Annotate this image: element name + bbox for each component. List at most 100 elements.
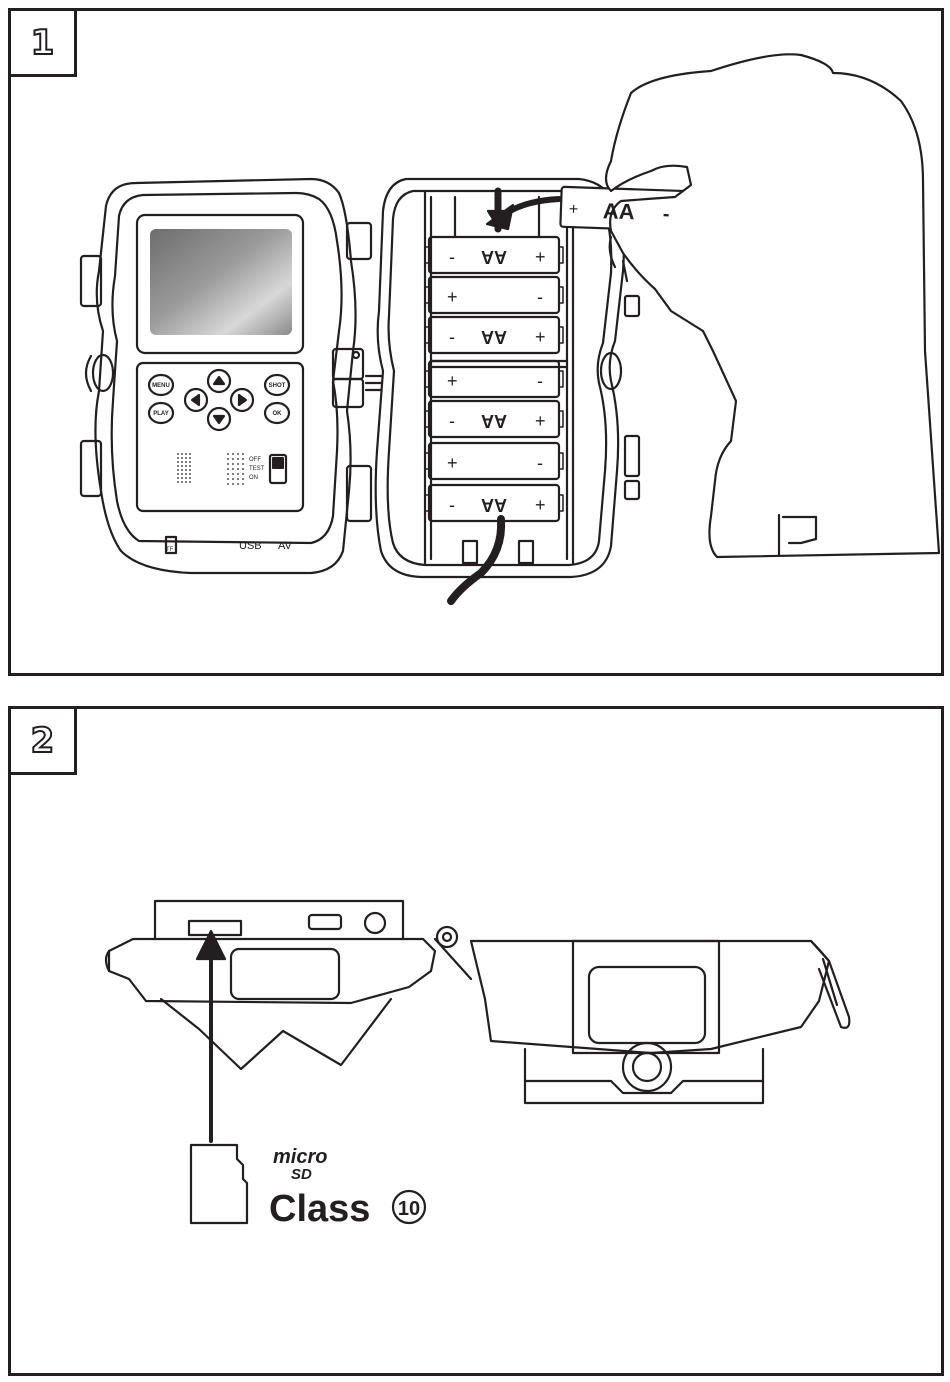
grille-dot <box>242 458 244 460</box>
shot-button-label: SHOT <box>269 383 286 389</box>
switch-on-label: ON <box>249 475 258 481</box>
battery-6-minus: - <box>537 453 543 473</box>
step-1-panel: 1 <box>8 8 944 676</box>
grille-dot <box>242 478 244 480</box>
grille-dot <box>232 483 234 485</box>
microsd-logo-top: micro <box>273 1146 327 1168</box>
switch-off-label: OFF <box>249 457 261 463</box>
grille-dot <box>185 465 187 467</box>
step-2-panel: 2 <box>8 706 944 1376</box>
ok-button-label: OK <box>273 411 283 417</box>
speaker-grille <box>177 453 244 485</box>
battery-3-label: AA <box>481 327 507 347</box>
grille-dot <box>181 453 183 455</box>
grille-dot <box>185 453 187 455</box>
av-port-label: AV <box>278 540 293 552</box>
grille-dot <box>181 469 183 471</box>
grille-dot <box>181 457 183 459</box>
grille-dot <box>242 473 244 475</box>
battery-2-minus: - <box>537 287 543 307</box>
grille-dot <box>237 473 239 475</box>
grille-dot <box>189 473 191 475</box>
card-class-number: 10 <box>398 1198 420 1220</box>
battery-2-plus: + <box>447 287 458 307</box>
grille-dot <box>232 478 234 480</box>
grille-dot <box>189 457 191 459</box>
camera-lcd-screen <box>150 229 292 335</box>
grille-dot <box>177 465 179 467</box>
menu-button-label: MENU <box>152 383 170 389</box>
grille-dot <box>185 473 187 475</box>
grille-dot <box>237 478 239 480</box>
microsd-logo-bottom: SD <box>291 1166 312 1183</box>
grille-dot <box>185 481 187 483</box>
grille-dot <box>227 478 229 480</box>
battery-1-minus: - <box>449 247 455 267</box>
battery-7-plus: + <box>535 495 546 515</box>
usb-port-label: USB <box>239 540 262 552</box>
grille-dot <box>227 468 229 470</box>
grille-dot <box>237 458 239 460</box>
grille-dot <box>227 453 229 455</box>
grille-dot <box>227 483 229 485</box>
grille-dot <box>189 465 191 467</box>
grille-dot <box>177 453 179 455</box>
battery-6-plus: + <box>447 453 458 473</box>
battery-7-minus: - <box>449 495 455 515</box>
grille-dot <box>237 463 239 465</box>
battery-insertion-illustration: AA AA AA AA - + + - - + + - - + + - - + … <box>11 11 941 673</box>
grille-dot <box>232 473 234 475</box>
grille-dot <box>185 477 187 479</box>
card-class-label: Class <box>269 1188 370 1230</box>
loose-battery-label: AA <box>602 198 635 224</box>
battery-3-plus: + <box>535 327 546 347</box>
grille-dot <box>177 481 179 483</box>
play-button-label: PLAY <box>153 411 168 417</box>
grille-dot <box>177 469 179 471</box>
battery-3-minus: - <box>449 327 455 347</box>
loose-battery-plus: + <box>569 201 579 218</box>
grille-dot <box>237 468 239 470</box>
micro-sd-card <box>191 1145 247 1223</box>
grille-dot <box>185 457 187 459</box>
battery-5-plus: + <box>535 411 546 431</box>
grille-dot <box>232 458 234 460</box>
grille-dot <box>232 468 234 470</box>
loose-battery-minus: - <box>662 203 669 225</box>
grille-dot <box>242 483 244 485</box>
grille-dot <box>181 473 183 475</box>
grille-dot <box>181 477 183 479</box>
grille-dot <box>189 477 191 479</box>
grille-dot <box>181 465 183 467</box>
grille-dot <box>189 461 191 463</box>
grille-dot <box>227 463 229 465</box>
camera-front-housing <box>81 179 356 573</box>
battery-5-label: AA <box>481 411 507 431</box>
battery-compartment <box>376 179 639 577</box>
grille-dot <box>227 473 229 475</box>
hand <box>606 54 939 557</box>
grille-dot <box>242 463 244 465</box>
battery-1-plus: + <box>535 247 546 267</box>
grille-dot <box>177 477 179 479</box>
grille-dot <box>232 463 234 465</box>
usb-port <box>309 915 341 929</box>
grille-dot <box>177 461 179 463</box>
grille-dot <box>177 473 179 475</box>
tf-slot-label: TF <box>166 547 174 553</box>
battery-4-plus: + <box>447 371 458 391</box>
grille-dot <box>237 483 239 485</box>
grille-dot <box>227 458 229 460</box>
grille-dot <box>181 481 183 483</box>
av-port <box>365 913 385 933</box>
battery-4-minus: - <box>537 371 543 391</box>
battery-1-label: AA <box>481 247 507 267</box>
grille-dot <box>189 453 191 455</box>
camera-front-bottom-view <box>106 901 471 1069</box>
battery-5-minus: - <box>449 411 455 431</box>
grille-dot <box>177 457 179 459</box>
camera-back-bottom-view <box>471 941 849 1103</box>
grille-dot <box>189 481 191 483</box>
grille-dot <box>242 453 244 455</box>
grille-dot <box>185 461 187 463</box>
